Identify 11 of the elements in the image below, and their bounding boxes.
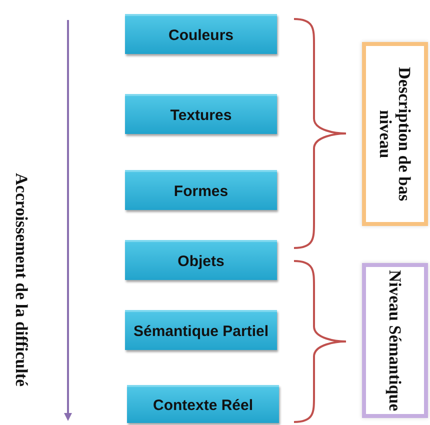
step-box: Sémantique Partiel (125, 310, 277, 350)
step-box: Formes (125, 170, 277, 210)
level-box (362, 42, 428, 226)
level-label: Niveau Sémantique (386, 270, 404, 412)
step-box: Objets (125, 240, 277, 280)
step-box: Contexte Réel (127, 385, 279, 423)
level-label: Description de bas niveau (376, 66, 414, 204)
axis-label: Accroissement de la difficulté (12, 172, 31, 389)
level-box (362, 263, 428, 418)
step-box: Textures (125, 94, 277, 134)
step-box: Couleurs (125, 14, 277, 54)
